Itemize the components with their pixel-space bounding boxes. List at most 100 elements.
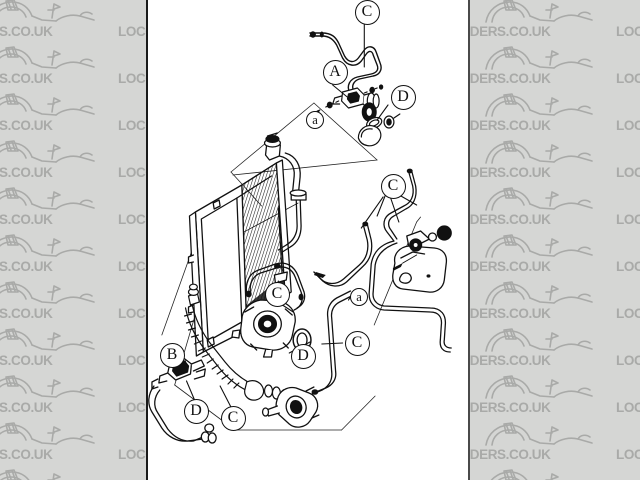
watermark-text: LOCOSTBUILDERS.CO.UK — [0, 71, 53, 86]
watermark-tile: LOCOSTBUILDERS.CO.UK — [616, 462, 640, 480]
watermark-tile: LOCOSTBUILDERS.CO.UK — [0, 133, 118, 180]
callout-c-upper-hose[interactable]: C — [354, 0, 380, 25]
callout-a-small-upper-fastener[interactable]: a — [306, 111, 324, 129]
lower-water-outlet — [261, 386, 320, 428]
watermark-text: LOCOSTBUILDERS.CO.UK — [118, 400, 146, 415]
watermark-tile: LOCOSTBUILDERS.CO.UK — [118, 39, 146, 86]
watermark-tile: LOCOSTBUILDERS.CO.UK — [616, 415, 640, 462]
watermark-text: LOCOSTBUILDERS.CO.UK — [616, 353, 640, 368]
watermark-text: LOCOSTBUILDERS.CO.UK — [118, 353, 146, 368]
watermark-tile: LOCOSTBUILDERS.CO.UK — [0, 0, 118, 39]
watermark-text: LOCOSTBUILDERS.CO.UK — [118, 447, 146, 462]
watermark-tile: LOCOSTBUILDERS.CO.UK — [118, 0, 146, 39]
watermark-tile: LOCOSTBUILDERS.CO.UK — [0, 415, 118, 462]
radiator — [187, 132, 301, 357]
watermark-text: LOCOSTBUILDERS.CO.UK — [0, 212, 53, 227]
callout-b-bleed-valve[interactable]: B — [159, 342, 185, 368]
watermark-text: LOCOSTBUILDERS.CO.UK — [0, 165, 53, 180]
watermark-text: LOCOSTBUILDERS.CO.UK — [0, 447, 53, 462]
locost-seven-car-icon — [0, 234, 95, 257]
watermark-tile: LOCOSTBUILDERS.CO.UK — [118, 227, 146, 274]
watermark-tile: LOCOSTBUILDERS.CO.UK — [0, 39, 118, 86]
callout-d-upper-seal[interactable]: D — [390, 84, 416, 110]
watermark-text: LOCOSTBUILDERS.CO.UK — [616, 118, 640, 133]
watermark-tile: LOCOSTBUILDERS.CO.UK — [118, 321, 146, 368]
watermark-tile: LOCOSTBUILDERS.CO.UK — [0, 321, 118, 368]
locost-seven-car-icon — [0, 140, 95, 163]
watermark-text: LOCOSTBUILDERS.CO.UK — [470, 259, 551, 274]
watermark-tile: LOCOSTBUILDERS.CO.UK — [616, 133, 640, 180]
heater-hose-left — [245, 262, 306, 311]
bottom-radiator-hose — [148, 385, 217, 444]
watermark-text: LOCOSTBUILDERS.CO.UK — [470, 118, 551, 133]
locost-seven-car-icon — [0, 328, 95, 351]
callout-d-pump-o-ring[interactable]: D — [290, 343, 316, 369]
watermark-tile: LOCOSTBUILDERS.CO.UK — [616, 39, 640, 86]
watermark-text: LOCOSTBUILDERS.CO.UK — [470, 353, 551, 368]
fastener-chain-upper-right — [363, 84, 384, 94]
watermark-tile: LOCOSTBUILDERS.CO.UK — [118, 274, 146, 321]
locost-seven-car-icon — [485, 375, 593, 399]
callout-c-heater-hose[interactable]: C — [264, 281, 290, 307]
watermark-text: LOCOSTBUILDERS.CO.UK — [470, 24, 551, 39]
locost-seven-car-icon — [485, 187, 593, 211]
watermark-tile: LOCOSTBUILDERS.CO.UK — [118, 180, 146, 227]
watermark-tile: LOCOSTBUILDERS.CO.UK — [470, 415, 616, 462]
watermark-tile: LOCOSTBUILDERS.CO.UK — [470, 321, 616, 368]
lower-return-pipe — [368, 240, 452, 353]
watermark-text: LOCOSTBUILDERS.CO.UK — [470, 165, 551, 180]
watermark-tile: LOCOSTBUILDERS.CO.UK — [0, 462, 118, 480]
watermark-text: LOCOSTBUILDERS.CO.UK — [0, 306, 53, 321]
callout-c-middle-hoses[interactable]: C — [380, 173, 406, 199]
watermark-text: LOCOSTBUILDERS.CO.UK — [616, 259, 640, 274]
callout-d-bottom-seal[interactable]: D — [183, 398, 209, 424]
locost-seven-car-icon — [0, 187, 95, 210]
watermark-text: LOCOSTBUILDERS.CO.UK — [118, 259, 146, 274]
locost-seven-car-icon — [485, 93, 593, 117]
watermark-text: LOCOSTBUILDERS.CO.UK — [616, 165, 640, 180]
watermark-tile: LOCOSTBUILDERS.CO.UK — [118, 462, 146, 480]
lower-coolant-pipe — [311, 290, 355, 395]
watermark-tiles-left: LOCOSTBUILDERS.CO.UKLOCOSTBUILDERS.CO.UK… — [0, 0, 146, 480]
watermark-tile: LOCOSTBUILDERS.CO.UK — [470, 368, 616, 415]
watermark-tile: LOCOSTBUILDERS.CO.UK — [470, 227, 616, 274]
watermark-text: LOCOSTBUILDERS.CO.UK — [470, 306, 551, 321]
callout-a-small-lower-fastener[interactable]: a — [350, 288, 368, 306]
locost-seven-car-icon — [0, 93, 95, 116]
locost-seven-car-icon — [490, 469, 559, 480]
watermark-strip-right: LOCOSTBUILDERS.CO.UKLOCOSTBUILDERS.CO.UK… — [470, 0, 640, 480]
watermark-text: LOCOSTBUILDERS.CO.UK — [616, 71, 640, 86]
callout-c-bottom-hose[interactable]: C — [220, 405, 246, 431]
watermark-text: LOCOSTBUILDERS.CO.UK — [118, 165, 146, 180]
watermark-tile: LOCOSTBUILDERS.CO.UK — [470, 86, 616, 133]
watermark-tile: LOCOSTBUILDERS.CO.UK — [470, 180, 616, 227]
watermark-text: LOCOSTBUILDERS.CO.UK — [616, 24, 640, 39]
watermark-tile: LOCOSTBUILDERS.CO.UK — [616, 86, 640, 133]
locost-seven-car-icon — [485, 328, 593, 352]
thermostat-and-seal — [357, 102, 401, 147]
watermark-tile: LOCOSTBUILDERS.CO.UK — [470, 39, 616, 86]
watermark-tile: LOCOSTBUILDERS.CO.UK — [616, 368, 640, 415]
watermark-text: LOCOSTBUILDERS.CO.UK — [0, 353, 53, 368]
watermark-text: LOCOSTBUILDERS.CO.UK — [616, 447, 640, 462]
locost-seven-car-icon — [0, 469, 61, 480]
watermark-tile: LOCOSTBUILDERS.CO.UK — [616, 321, 640, 368]
callout-c-lower-pipe[interactable]: C — [344, 330, 370, 356]
watermark-text: LOCOSTBUILDERS.CO.UK — [118, 212, 146, 227]
callout-a-thermostat-housing[interactable]: A — [322, 59, 348, 85]
watermark-text: LOCOSTBUILDERS.CO.UK — [118, 24, 146, 39]
expansion-tank-feed-hose — [383, 168, 417, 242]
watermark-tile: LOCOSTBUILDERS.CO.UK — [118, 368, 146, 415]
watermark-tile: LOCOSTBUILDERS.CO.UK — [616, 180, 640, 227]
watermark-tile: LOCOSTBUILDERS.CO.UK — [0, 368, 118, 415]
upper-coolant-pipe — [309, 32, 382, 93]
expansion-tank — [392, 225, 452, 293]
locost-seven-car-icon — [485, 0, 593, 23]
watermark-text: LOCOSTBUILDERS.CO.UK — [0, 400, 53, 415]
watermark-tile: LOCOSTBUILDERS.CO.UK — [470, 0, 616, 39]
watermark-tile: LOCOSTBUILDERS.CO.UK — [0, 274, 118, 321]
locost-seven-car-icon — [485, 281, 593, 305]
watermark-tile: LOCOSTBUILDERS.CO.UK — [470, 133, 616, 180]
